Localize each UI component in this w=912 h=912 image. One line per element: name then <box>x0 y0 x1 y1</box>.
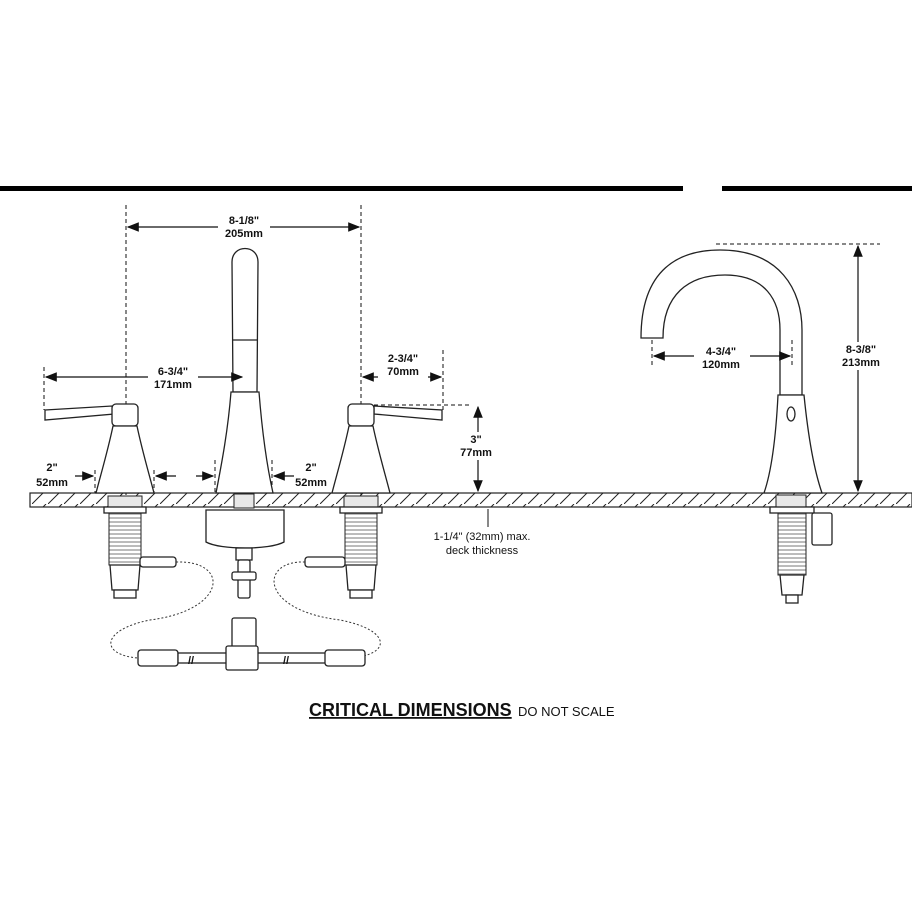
svg-text:3": 3" <box>470 434 481 446</box>
left-handle <box>44 403 177 599</box>
spout-height-label: 8-3/8" 213mm <box>835 342 885 370</box>
svg-text:8-3/8": 8-3/8" <box>846 344 876 356</box>
svg-text:2": 2" <box>305 462 316 474</box>
top-rule-left <box>0 186 683 191</box>
footer-caption: CRITICAL DIMENSIONS DO NOT SCALE <box>309 700 615 720</box>
handle-to-spout-label: 6-3/4" 171mm <box>148 364 198 392</box>
svg-text:120mm: 120mm <box>702 359 740 371</box>
spread-label: 8-1/8" 205mm <box>218 213 270 241</box>
svg-text:52mm: 52mm <box>36 477 68 489</box>
svg-text:2-3/4": 2-3/4" <box>388 353 418 365</box>
base-left-label: 2" 52mm <box>36 462 68 489</box>
handle-height-label: 3" 77mm <box>452 432 504 460</box>
handle-reach-label: 2-3/4" 70mm <box>378 350 428 378</box>
side-reference-lines <box>651 243 880 365</box>
base-right-label: 2" 52mm <box>295 462 327 489</box>
svg-text:171mm: 171mm <box>154 379 192 391</box>
svg-text:1-1/4" (32mm) max.: 1-1/4" (32mm) max. <box>434 531 531 543</box>
svg-text:DO NOT SCALE: DO NOT SCALE <box>518 704 615 719</box>
svg-text://: // <box>188 655 194 667</box>
svg-text:4-3/4": 4-3/4" <box>706 346 736 358</box>
svg-text:CRITICAL DIMENSIONS: CRITICAL DIMENSIONS <box>309 700 512 720</box>
svg-text:52mm: 52mm <box>295 477 327 489</box>
svg-text:77mm: 77mm <box>460 447 492 459</box>
svg-text:8-1/8": 8-1/8" <box>229 215 259 227</box>
svg-text:deck thickness: deck thickness <box>446 545 519 557</box>
supply-hoses: // // <box>110 561 381 671</box>
spout-side <box>640 249 833 604</box>
right-handle <box>304 403 443 599</box>
deck-thickness-note: 1-1/4" (32mm) max. deck thickness <box>434 531 531 557</box>
top-rule-right <box>722 186 912 191</box>
svg-text://: // <box>283 655 289 667</box>
svg-text:70mm: 70mm <box>387 366 419 378</box>
svg-text:213mm: 213mm <box>842 357 880 369</box>
spout-reach-label: 4-3/4" 120mm <box>694 344 750 372</box>
svg-text:205mm: 205mm <box>225 228 263 240</box>
svg-text:2": 2" <box>46 462 57 474</box>
svg-text:6-3/4": 6-3/4" <box>158 366 188 378</box>
spout-front <box>205 247 285 599</box>
